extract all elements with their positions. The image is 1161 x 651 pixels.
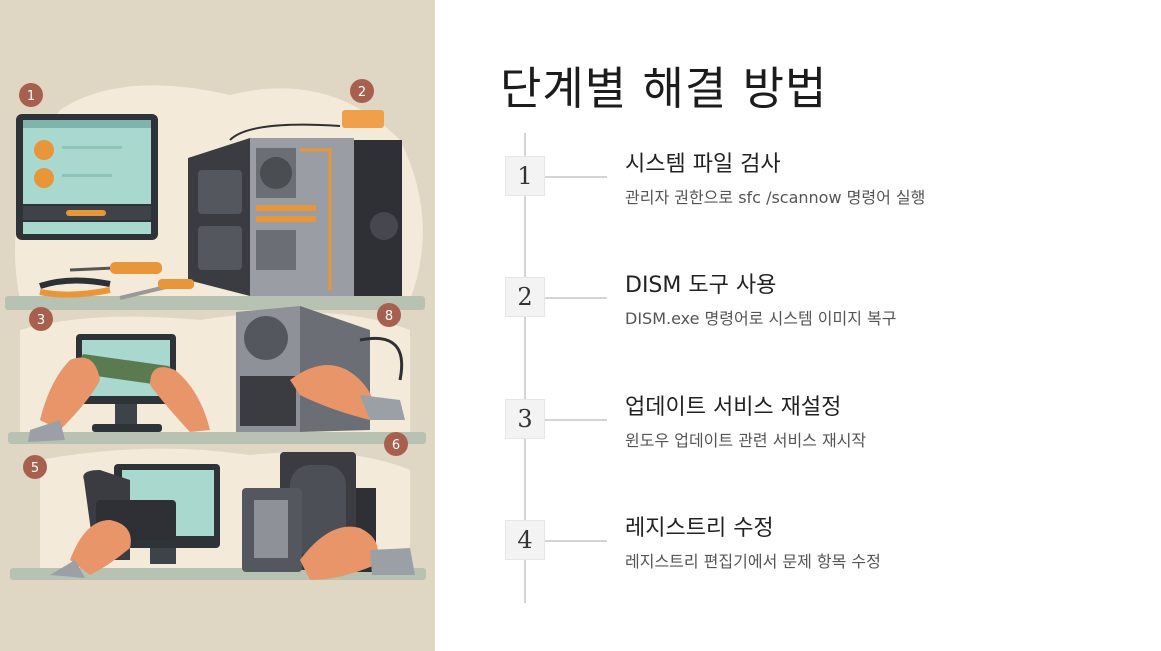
step-marker-2: 2: [350, 79, 374, 103]
step-marker-3: 3: [29, 307, 53, 331]
step-description: 윈도우 업데이트 관련 서비스 재시작: [625, 431, 867, 450]
step-description: 레지스트리 편집기에서 문제 항목 수정: [625, 552, 881, 571]
step-marker-label: 2: [358, 85, 366, 100]
step-connector: [545, 419, 607, 421]
step-number-badge: 1: [505, 156, 545, 196]
step-marker-8: 8: [377, 303, 401, 327]
step-title: 시스템 파일 검사: [625, 152, 781, 177]
step-connector: [545, 297, 607, 299]
step-4: 4 레지스트리 수정 레지스트리 편집기에서 문제 항목 수정: [505, 516, 1155, 590]
step-number-badge: 4: [505, 520, 545, 560]
step-3: 3 업데이트 서비스 재설정 윈도우 업데이트 관련 서비스 재시작: [505, 395, 1155, 469]
step-connector: [545, 540, 607, 542]
step-marker-5: 5: [23, 455, 47, 479]
step-description: DISM.exe 명령어로 시스템 이미지 복구: [625, 309, 897, 328]
step-2: 2 DISM 도구 사용 DISM.exe 명령어로 시스템 이미지 복구: [505, 273, 1155, 347]
step-title: 레지스트리 수정: [625, 516, 774, 541]
computer-repair-illustration: 1 2 3 8 6 5: [5, 79, 426, 580]
step-marker-1: 1: [19, 83, 43, 107]
step-marker-label: 3: [37, 313, 45, 328]
step-title: 업데이트 서비스 재설정: [625, 395, 842, 420]
step-marker-label: 6: [392, 438, 400, 453]
step-marker-label: 5: [31, 461, 39, 476]
page-title: 단계별 해결 방법: [500, 62, 828, 115]
step-number-badge: 3: [505, 399, 545, 439]
step-marker-label: 8: [385, 309, 393, 324]
step-marker-6: 6: [384, 432, 408, 456]
timeline-line: [524, 133, 526, 603]
step-title: DISM 도구 사용: [625, 273, 777, 298]
step-marker-label: 1: [27, 89, 35, 104]
step-1: 1 시스템 파일 검사 관리자 권한으로 sfc /scannow 명령어 실행: [505, 152, 1155, 226]
step-connector: [545, 176, 607, 178]
illustration-panel: 1 2 3 8 6 5: [0, 0, 435, 651]
step-description: 관리자 권한으로 sfc /scannow 명령어 실행: [625, 188, 926, 207]
step-number-badge: 2: [505, 277, 545, 317]
